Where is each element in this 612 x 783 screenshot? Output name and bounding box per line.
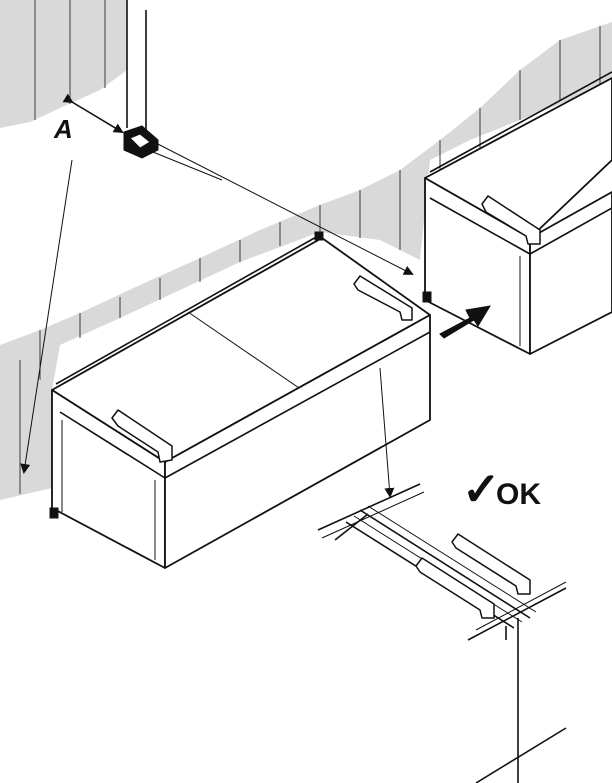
storage-box-main: [49, 231, 431, 569]
box-right-handle: [481, 195, 541, 245]
detail-handle-lower: [415, 557, 495, 619]
ok-label: OK: [496, 478, 541, 511]
clearance-arrow: [62, 93, 124, 134]
box-right-side: [529, 191, 612, 355]
box-main-side: [164, 314, 431, 569]
dimension-label-a: A: [53, 114, 73, 144]
wall-planks-center: [39, 26, 601, 398]
check-mark-icon: ✓: [462, 463, 501, 515]
wall-detail-top-left: A: [0, 0, 223, 181]
ok-indicator: ✓ OK: [462, 463, 541, 515]
leader-arrows: [20, 139, 491, 498]
push-arrow-icon: [439, 305, 491, 339]
detail-handle-upper: [451, 533, 531, 595]
wall-center: [0, 22, 612, 410]
wall-lower-left: [0, 345, 52, 500]
storage-box-right: [422, 71, 612, 355]
wall-planks-top-left: [34, 0, 106, 120]
wall-panel-center: [0, 22, 612, 410]
box-main-front-handle: [111, 409, 173, 463]
wall-panel-top-left: [0, 0, 127, 128]
box-main-back-handle: [353, 275, 413, 321]
installation-detail-bottom: [317, 483, 567, 783]
